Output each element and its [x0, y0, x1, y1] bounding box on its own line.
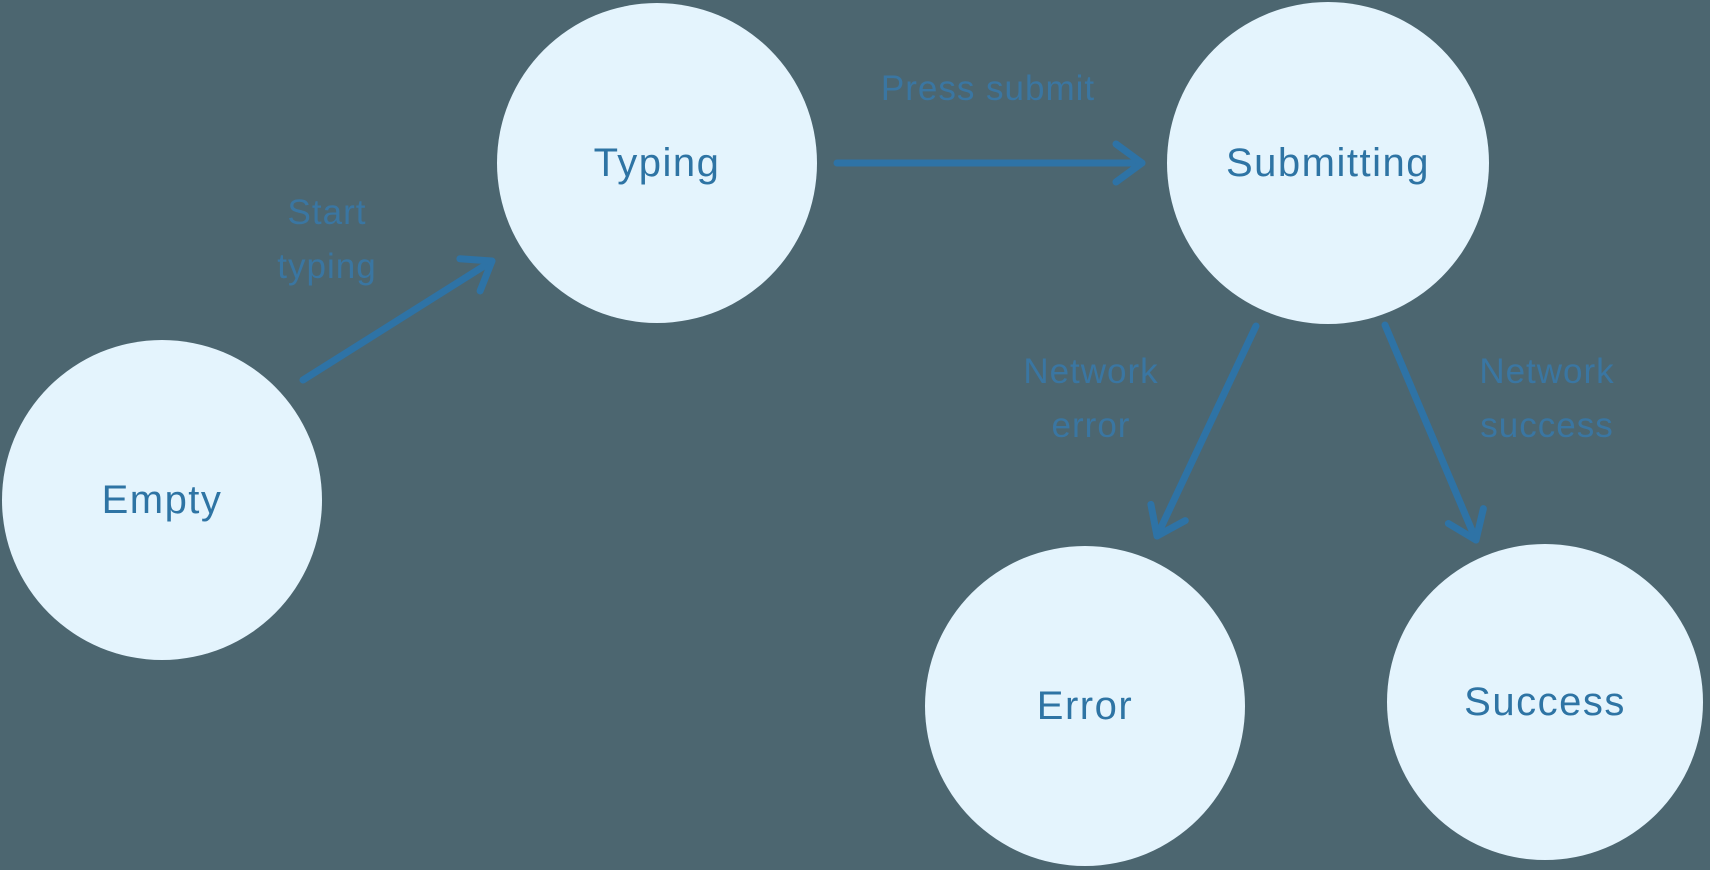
state-node-typing: Typing	[497, 3, 817, 323]
state-node-success: Success	[1387, 544, 1703, 860]
edge-arrow-submitting-to-error	[1147, 322, 1260, 540]
state-node-empty: Empty	[2, 340, 322, 660]
state-node-empty-label: Empty	[101, 477, 223, 522]
edge-label-network-success: Network success	[1479, 352, 1615, 445]
edge-label-start-typing: Start typing	[277, 193, 377, 286]
edge-arrow-typing-to-submitting	[833, 140, 1146, 186]
state-node-success-label: Success	[1464, 679, 1626, 724]
edge-arrow-submitting-to-success	[1381, 321, 1487, 544]
state-node-submitting-label: Submitting	[1226, 140, 1430, 185]
edge-label-network-error: Network error	[1023, 352, 1159, 445]
state-node-submitting: Submitting	[1167, 2, 1489, 324]
state-node-error: Error	[925, 546, 1245, 866]
state-node-typing-label: Typing	[593, 140, 721, 185]
edge-label-press-submit: Press submit	[880, 69, 1096, 108]
state-node-error-label: Error	[1036, 683, 1134, 728]
edge-arrow-empty-to-typing	[299, 255, 496, 384]
